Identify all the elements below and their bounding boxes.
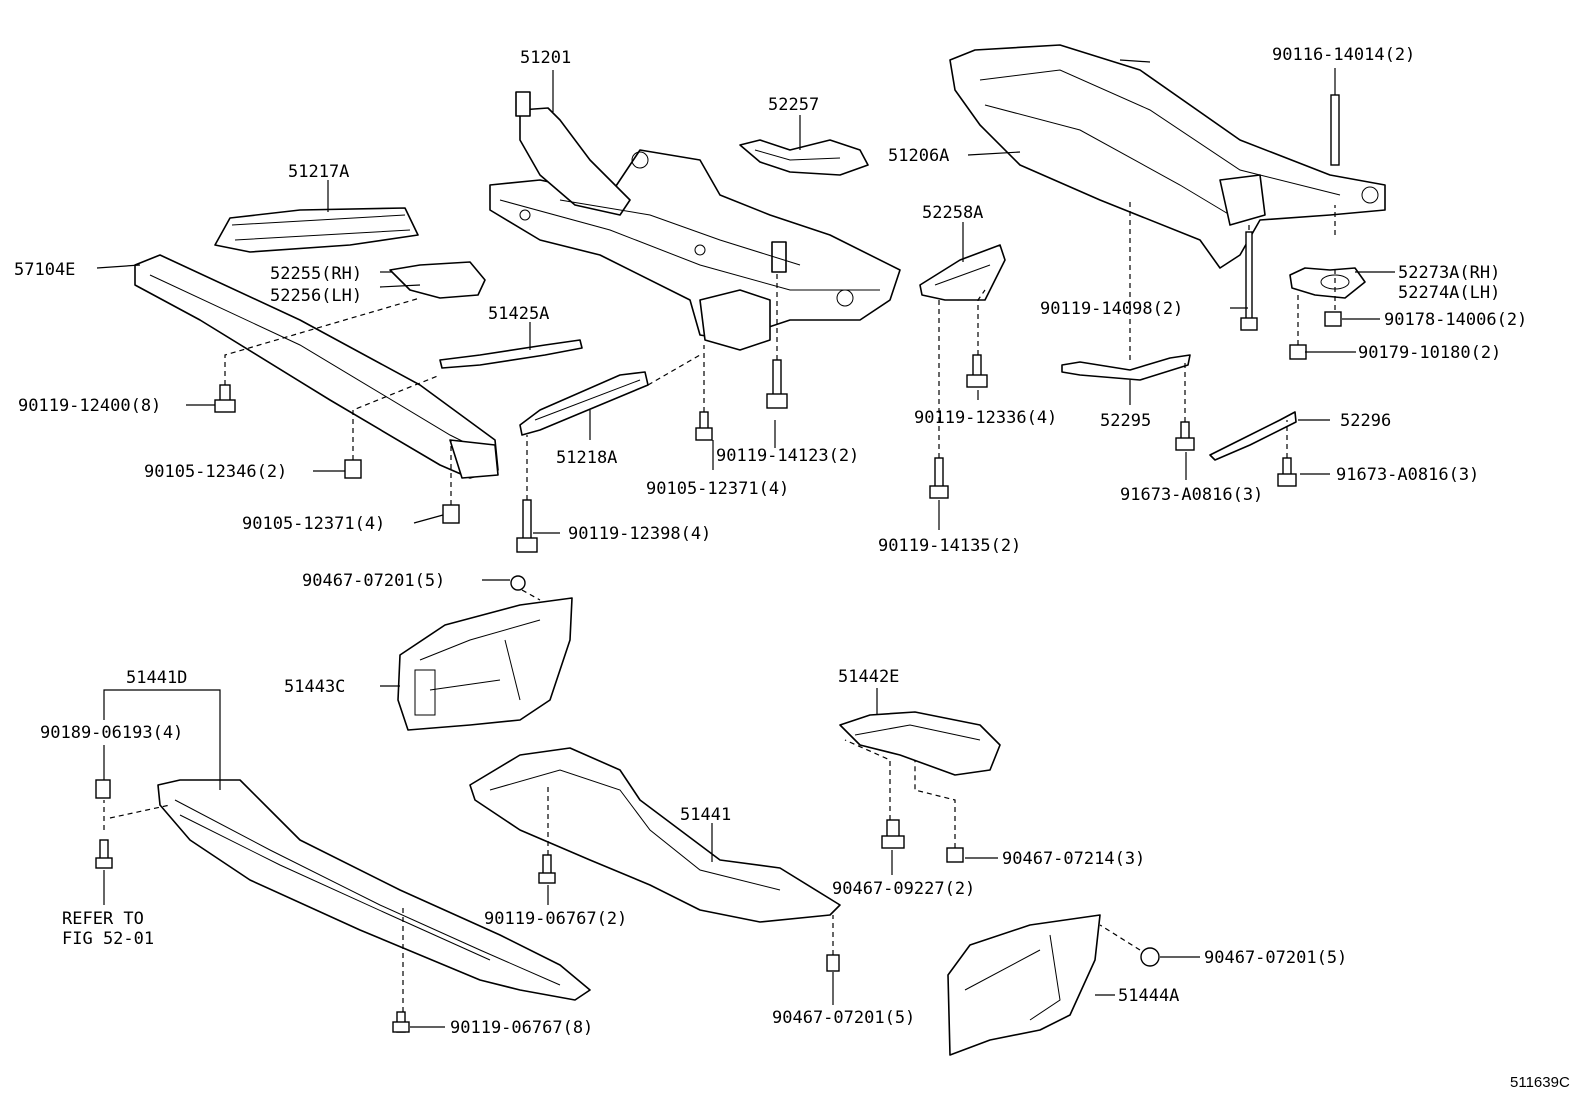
label-90467-07214: 90467-07214(3): [1002, 849, 1145, 869]
label-90105-12346: 90105-12346(2): [144, 462, 287, 482]
label-51442E: 51442E: [838, 667, 899, 687]
label-52258A: 52258A: [922, 203, 983, 223]
label-90119-14135: 90119-14135(2): [878, 536, 1021, 556]
label-90105-12371-a: 90105-12371(4): [242, 514, 385, 534]
label-51217A: 51217A: [288, 162, 349, 182]
part-51217A-reinforcement: [214, 207, 419, 253]
label-90467-09227: 90467-09227(2): [832, 879, 975, 899]
bolt-90119-14098: [1240, 231, 1258, 331]
figure-number: 511639C: [1510, 1074, 1570, 1091]
label-52273A: 52273A(RH): [1398, 263, 1500, 283]
label-90189-06193: 90189-06193(4): [40, 723, 183, 743]
part-52255-52256-plate: [389, 261, 486, 299]
nut-90105-12371-b: [695, 411, 713, 441]
clip-90467-07214: [946, 847, 964, 863]
label-52257: 52257: [768, 95, 819, 115]
label-90467-07201-b: 90467-07201(5): [1204, 948, 1347, 968]
part-52258A-bracket: [919, 244, 1006, 301]
label-91673-A0816-a: 91673-A0816(3): [1120, 485, 1263, 505]
part-52295-brace: [1061, 354, 1191, 381]
label-90119-12400: 90119-12400(8): [18, 396, 161, 416]
label-91673-A0816-b: 91673-A0816(3): [1336, 465, 1479, 485]
part-51441D-front-cover: [157, 779, 591, 1001]
label-90119-14123: 90119-14123(2): [716, 446, 859, 466]
label-52274A: 52274A(LH): [1398, 283, 1500, 303]
part-labels: 51201 52257 51217A 57104E 52255(RH) 5225…: [14, 45, 1570, 1091]
label-90119-06767-a: 90119-06767(2): [484, 909, 627, 929]
label-52295: 52295: [1100, 411, 1151, 431]
part-51425A-brace: [439, 339, 583, 369]
part-57104E-cross-member: [134, 254, 499, 479]
label-57104E: 57104E: [14, 260, 75, 280]
label-51441: 51441: [680, 805, 731, 825]
part-51441-under-cover: [469, 747, 841, 923]
nut-90179-10180: [1289, 344, 1307, 360]
fastener-bolts: [95, 94, 1342, 1033]
part-51201-crossmember: [489, 91, 901, 351]
nut-90105-12371-a: [442, 504, 460, 524]
bolt-90119-12336: [966, 354, 988, 388]
label-90119-12336: 90119-12336(4): [914, 408, 1057, 428]
label-51206A: 51206A: [888, 146, 949, 166]
part-51444A-shield: [947, 914, 1101, 1056]
bolt-91673-A0816-a: [1175, 421, 1195, 451]
clip-90189-06193: [95, 779, 111, 799]
part-51206A-rear-member: [949, 44, 1386, 269]
clip-90467-07201-b: [826, 954, 840, 972]
part-51442E-cover: [839, 711, 1001, 776]
nut-90105-12346: [344, 459, 362, 479]
label-52256: 52256(LH): [270, 286, 362, 306]
part-51443C-shield: [397, 597, 573, 731]
label-90179-10180: 90179-10180(2): [1358, 343, 1501, 363]
clip-90467-07201-c: [1140, 947, 1160, 967]
label-51425A: 51425A: [488, 304, 549, 324]
leader-lines: [96, 68, 1395, 1028]
bolt-90119-12398: [516, 499, 538, 553]
bolt-90119-12400: [214, 384, 236, 413]
label-90119-12398: 90119-12398(4): [568, 524, 711, 544]
stud-90116-14014: [1330, 94, 1340, 166]
label-90119-06767-b: 90119-06767(8): [450, 1018, 593, 1038]
label-52296: 52296: [1340, 411, 1391, 431]
clip-90467-07201-a: [510, 575, 526, 591]
bolt-90119-14123: [766, 359, 788, 409]
part-51218A-member: [519, 371, 649, 436]
clip-90467-09227: [881, 819, 905, 849]
bolt-90119-14135: [929, 457, 949, 499]
part-52273A-52274A-stopper: [1289, 267, 1366, 299]
label-90467-07201-c: 90467-07201(5): [772, 1008, 915, 1028]
label-51441D: 51441D: [126, 668, 187, 688]
label-51444A: 51444A: [1118, 986, 1179, 1006]
label-90116-14014: 90116-14014(2): [1272, 45, 1415, 65]
label-90105-12371-b: 90105-12371(4): [646, 479, 789, 499]
label-90178-14006: 90178-14006(2): [1384, 310, 1527, 330]
part-52257-bracket: [739, 139, 869, 176]
label-refer-fig: FIG 52-01: [62, 929, 154, 949]
label-90467-07201-a: 90467-07201(5): [302, 571, 445, 591]
bolt-90119-06767-b: [392, 1011, 410, 1033]
label-90119-14098: 90119-14098(2): [1040, 299, 1183, 319]
bolt-90119-06767-a: [538, 854, 556, 884]
screw-refer-fig: [95, 839, 113, 869]
label-52255: 52255(RH): [270, 264, 362, 284]
label-51201: 51201: [520, 48, 571, 68]
bolt-91673-A0816-b: [1277, 457, 1297, 487]
label-51218A: 51218A: [556, 448, 617, 468]
part-52296-brace: [1209, 411, 1297, 461]
label-refer-to: REFER TO: [62, 909, 144, 929]
label-51443C: 51443C: [284, 677, 345, 697]
nut-90178-14006: [1324, 311, 1342, 327]
